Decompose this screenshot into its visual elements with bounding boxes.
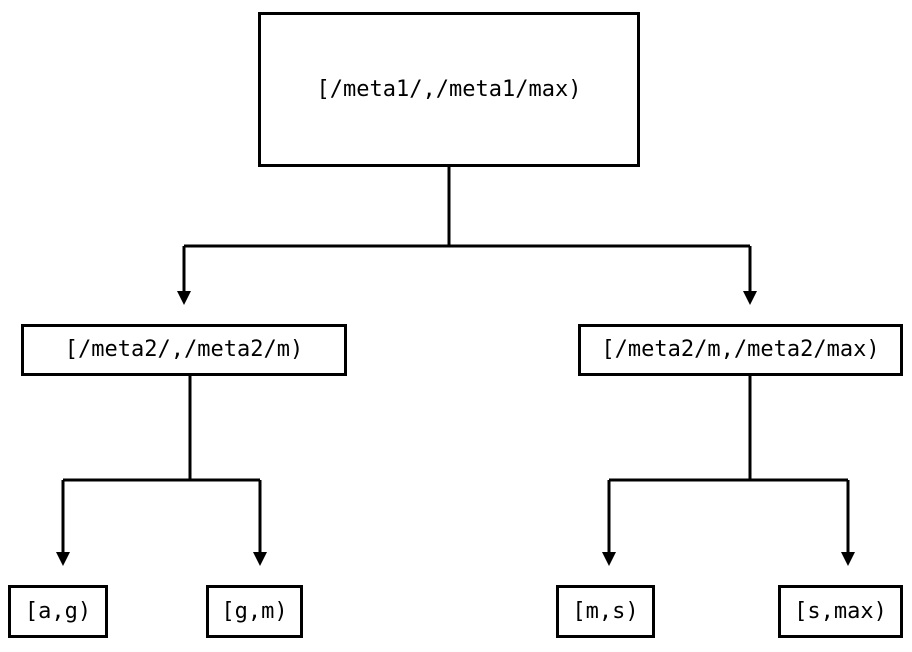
tree-node-leaf-g-m[interactable]: [g,m) <box>206 585 303 638</box>
tree-node-leaf-s-max-label: [s,max) <box>794 598 887 624</box>
tree-node-leaf-g-m-label: [g,m) <box>221 598 288 624</box>
tree-node-leaf-m-s-label: [m,s) <box>572 598 639 624</box>
arrowhead-to-l1a <box>177 291 191 305</box>
tree-node-leaf-m-s[interactable]: [m,s) <box>556 585 655 638</box>
arrowhead-to-l2b <box>253 552 267 566</box>
tree-node-meta2-high[interactable]: [/meta2/m,/meta2/max) <box>578 324 903 376</box>
tree-node-root-label: [/meta1/,/meta1/max) <box>316 76 582 102</box>
arrowhead-to-l1b <box>743 291 757 305</box>
tree-node-leaf-a-g[interactable]: [a,g) <box>8 585 108 638</box>
arrowhead-to-l2d <box>841 552 855 566</box>
arrowhead-to-l2c <box>602 552 616 566</box>
tree-node-meta2-low-label: [/meta2/,/meta2/m) <box>64 337 304 362</box>
tree-node-leaf-a-g-label: [a,g) <box>24 598 92 624</box>
tree-node-leaf-s-max[interactable]: [s,max) <box>778 585 903 638</box>
tree-node-meta2-low[interactable]: [/meta2/,/meta2/m) <box>21 324 347 376</box>
tree-node-meta2-high-label: [/meta2/m,/meta2/max) <box>601 337 880 362</box>
tree-node-root[interactable]: [/meta1/,/meta1/max) <box>258 12 640 167</box>
arrowhead-to-l2a <box>56 552 70 566</box>
